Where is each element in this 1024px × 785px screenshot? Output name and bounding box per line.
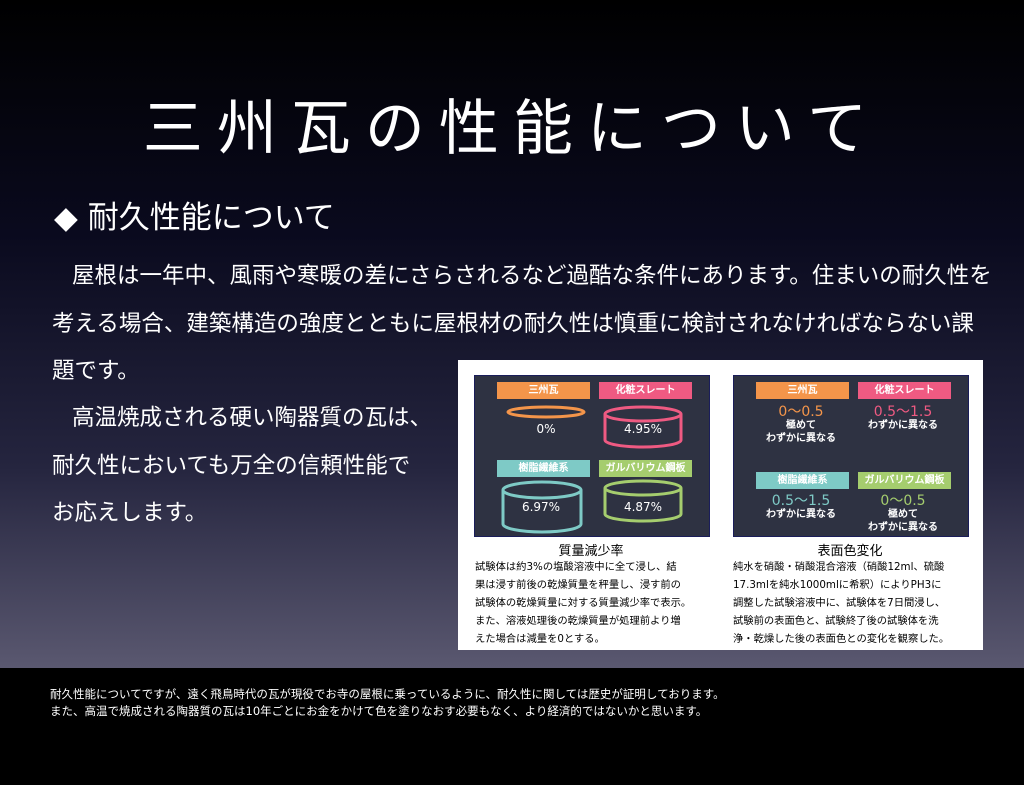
color-value: 0.5〜1.5 [771,493,831,509]
body-line: 高温焼成される硬い陶器質の瓦は、 [72,405,433,431]
body-line: 耐久性においても万全の信頼性能で [52,453,411,479]
color-value: 0〜0.5 [778,404,824,420]
mass-value: 4.87% [623,500,663,514]
color-label: 樹脂繊維系 [756,472,849,489]
cylinder-icon [506,405,586,419]
color-desc: 極めてわずかに異なる [766,420,836,444]
mass-label: 三州瓦 [497,382,590,399]
speaker-notes: 耐久性能についてですが、遠く飛鳥時代の瓦が現役でお寺の屋根に乗っているように、耐… [50,686,725,720]
mass-value: 0% [536,422,556,436]
mass-label: 化粧スレート [599,382,692,399]
mass-label: ガルバリウム鋼板 [599,460,692,477]
color-desc: わずかに異なる [868,420,938,431]
cylinder-icon [603,479,683,523]
body-line: 屋根は一年中、風雨や寒暖の差にさらされるなど過酷な条件にあります。住まいの耐久性… [72,263,992,289]
body-line: お応えします。 [52,500,208,526]
mass-value: 4.95% [623,422,663,436]
cylinder-icon [501,480,583,534]
color-value: 0.5〜1.5 [873,404,933,420]
color-change-chart: 三州瓦 化粧スレート 樹脂繊維系 ガルバリウム鋼板 0〜0.5 極めてわずかに異… [733,375,969,537]
color-label: 化粧スレート [858,382,951,399]
color-value: 0〜0.5 [880,493,926,509]
mass-loss-caption: 質量減少率 [558,544,624,559]
mass-value: 6.97% [521,500,561,514]
color-label: 三州瓦 [756,382,849,399]
color-desc: 極めてわずかに異なる [868,509,938,533]
body-line: 考える場合、建築構造の強度とともに屋根材の耐久性は慎重に検討されなければならない… [52,311,974,337]
notes-line: 耐久性能についてですが、遠く飛鳥時代の瓦が現役でお寺の屋根に乗っているように、耐… [50,687,725,701]
notes-line: また、高温で焼成される陶器質の瓦は10年ごとにお金をかけて色を塗りなおす必要もな… [50,704,708,718]
body-line: 題です。 [52,358,140,384]
test-results-figure: 三州瓦 化粧スレート 樹脂繊維系 ガルバリウム鋼板 0% 4.95% 6.97%… [458,360,983,650]
mass-loss-description: 試験体は約3%の塩酸溶液中に全て浸し、結果は浸す前後の乾燥質量を秤量し、浸す前の… [475,561,692,645]
mass-label: 樹脂繊維系 [497,460,590,477]
color-desc: わずかに異なる [766,509,836,520]
color-label: ガルバリウム鋼板 [858,472,951,489]
cylinder-icon [603,405,683,449]
slide: 三州瓦の性能について ◆ 耐久性能について 屋根は一年中、風雨や寒暖の差にさらさ… [0,0,1024,668]
color-change-caption: 表面色変化 [817,544,883,559]
mass-loss-chart: 三州瓦 化粧スレート 樹脂繊維系 ガルバリウム鋼板 0% 4.95% 6.97%… [474,375,710,537]
subheading: ◆ 耐久性能について [54,200,335,236]
slide-title: 三州瓦の性能について [142,94,882,164]
